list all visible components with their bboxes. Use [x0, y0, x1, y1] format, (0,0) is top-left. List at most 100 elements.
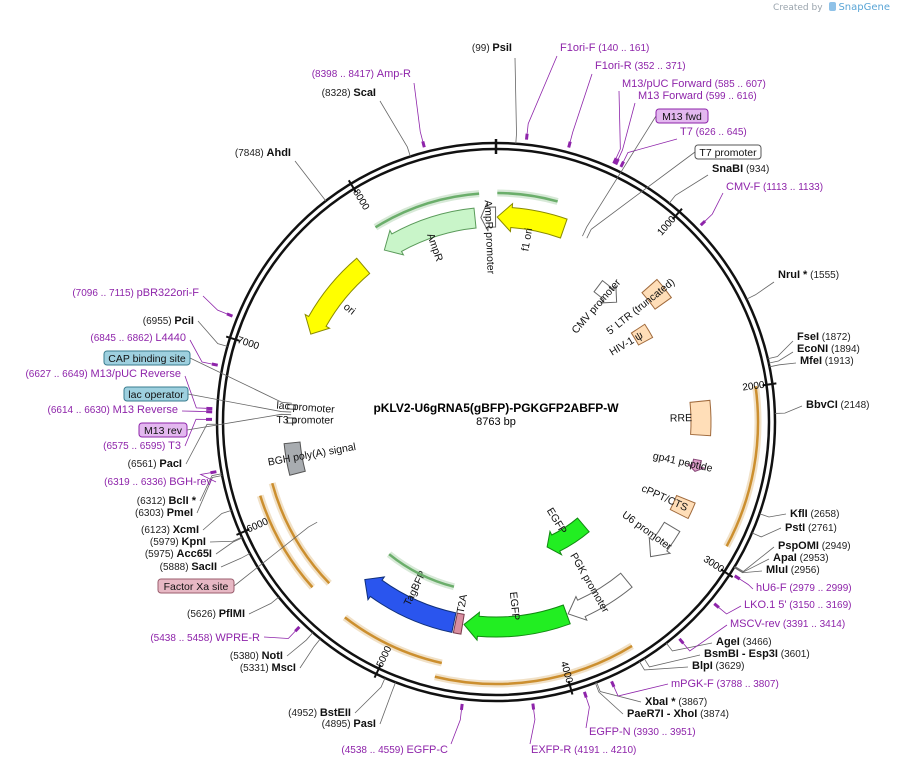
orf-halo	[268, 482, 332, 586]
enzyme-site: (5331) MscI	[240, 662, 296, 674]
leader-line	[286, 632, 314, 657]
orf-arc	[259, 495, 314, 589]
leader-line	[450, 709, 462, 745]
snapgene-brand-text: SnapGene	[838, 2, 890, 13]
primer-site: (4538 .. 4559) EGFP-C	[341, 744, 448, 756]
primer-site: M13/pUC Forward (585 .. 607)	[622, 78, 766, 90]
leader-line	[526, 55, 558, 134]
leader-line	[379, 682, 396, 725]
enzyme-site: (99) PsiI	[472, 42, 512, 54]
leader-line	[594, 682, 624, 715]
tick-label: 2000	[742, 380, 766, 394]
primer-site: M13 Forward (599 .. 616)	[638, 90, 757, 102]
enzyme-site: MluI (2956)	[766, 564, 820, 576]
primer-mark	[678, 637, 685, 645]
primer-site: EGFP-N (3930 .. 3951)	[589, 726, 696, 738]
leader-line	[184, 375, 207, 409]
orf-arc	[374, 192, 480, 229]
primer-site: (6845 .. 6862) L4440	[90, 332, 186, 344]
feature-ampr-promoter	[480, 202, 497, 232]
leader-line	[582, 115, 657, 237]
enzyme-site: (6303) PmeI	[135, 507, 193, 519]
feature-ori	[304, 257, 371, 335]
leader-line	[623, 138, 678, 162]
feature-label-rre: RRE	[670, 412, 692, 424]
leader-line	[767, 340, 794, 360]
tick-mark	[567, 680, 574, 695]
leader-line	[704, 192, 724, 222]
orf-halo	[723, 385, 762, 548]
primer-site: (6319 .. 6336) BGH-rev	[104, 476, 212, 488]
enzyme-site: (6123) XcmI	[141, 524, 199, 536]
leader-line	[665, 642, 713, 652]
enzyme-site: (5975) Acc65I	[145, 548, 212, 560]
enzyme-site: FseI (1872)	[797, 331, 851, 343]
leader-line	[668, 174, 709, 204]
primer-site: (5438 .. 5458) WPRE-R	[150, 632, 260, 644]
backbone	[215, 139, 777, 703]
leader-line	[613, 683, 669, 697]
orf-arc	[388, 553, 455, 588]
primer-mark	[421, 141, 426, 148]
feature-label-bgh-poly-a-signal: BGH poly(A) signal	[267, 441, 357, 469]
primer-mark	[699, 219, 707, 227]
orf-arc	[497, 191, 558, 203]
leader-line	[187, 393, 292, 413]
enzyme-site: (4895) PasI	[322, 718, 376, 730]
primer-mark	[610, 680, 616, 688]
created-by-text: Created by	[773, 3, 823, 13]
leader-line	[768, 351, 794, 364]
snapgene-branding: Created by SnapGene	[773, 2, 890, 13]
leader-line	[189, 357, 292, 404]
primer-mark	[211, 362, 219, 367]
leader-line	[186, 413, 292, 431]
tick-mark	[236, 528, 250, 536]
leader-line	[248, 596, 280, 615]
orf-halo	[342, 614, 443, 667]
leader-line	[181, 410, 207, 413]
boxed-label-t7-promoter: T7 promoter	[699, 147, 757, 159]
leader-line	[774, 405, 803, 414]
leader-line	[184, 418, 207, 447]
tick-mark	[373, 664, 382, 679]
enzyme-site: PstI (2761)	[785, 522, 837, 534]
primer-site: (6575 .. 6595) T3	[103, 440, 181, 452]
feature-label-t2a: T2A	[455, 593, 470, 614]
enzyme-site: (5979) KpnI	[150, 536, 206, 548]
leader-line	[189, 339, 212, 365]
enzyme-site: EcoNI (1894)	[797, 343, 860, 355]
feature-tagbfp	[364, 576, 457, 634]
leader-line	[202, 509, 232, 531]
orf-halo	[373, 190, 480, 231]
primer-mark	[713, 602, 720, 609]
feature-egfp	[463, 604, 571, 642]
feature-pgk-promoter	[567, 572, 633, 622]
leader-line	[751, 527, 782, 538]
primer-site: (7096 .. 7115) pBR322ori-F	[72, 287, 199, 299]
enzyme-site: MfeI (1913)	[800, 355, 854, 367]
plasmid-length: 8763 bp	[476, 416, 516, 428]
enzyme-site: (8328) ScaI	[322, 87, 376, 99]
leader-line	[263, 630, 296, 639]
leader-line	[683, 624, 728, 652]
primer-site: MSCV-rev (3391 .. 3414)	[730, 618, 845, 630]
primer-mark	[582, 691, 588, 699]
leader-line	[514, 57, 517, 144]
leader-line	[596, 682, 642, 703]
snapgene-logo-icon	[829, 2, 837, 11]
boxed-label-bg	[138, 422, 188, 438]
feature-label-egfp-inner: EGFP	[544, 506, 569, 537]
feature-label-ori: ori	[341, 301, 358, 318]
primer-site: (6627 .. 6649) M13/pUC Reverse	[25, 368, 181, 380]
enzyme-site: (6955) PciI	[143, 315, 194, 327]
leader-line	[209, 536, 243, 543]
boxed-label-bg	[103, 350, 191, 366]
boxed-label-lac-operator: lac operator	[128, 389, 184, 401]
leader-line	[294, 160, 327, 202]
boxed-label-factor-xa-site: Factor Xa site	[164, 581, 229, 593]
leader-line	[638, 661, 689, 671]
primer-site: hU6-F (2979 .. 2999)	[756, 582, 852, 594]
primer-site: EXFP-R (4191 .. 4210)	[531, 744, 636, 756]
orf-arc	[271, 482, 331, 585]
